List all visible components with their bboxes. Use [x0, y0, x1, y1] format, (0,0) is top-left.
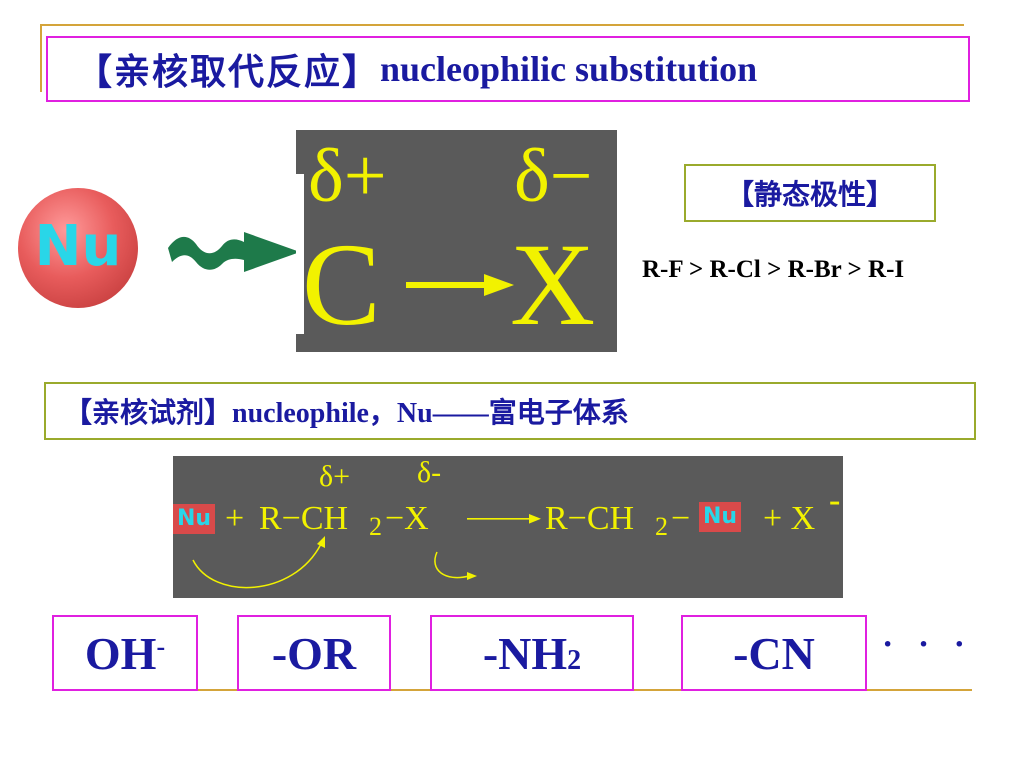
panel-notch	[296, 174, 304, 334]
group-hydroxide-base: OH	[84, 627, 157, 679]
group-hydroxide: OH-	[52, 615, 198, 691]
rx-reactant-sub: 2	[369, 512, 382, 541]
nu-ball-label: Nu	[34, 214, 122, 279]
title-box: 【亲核取代反应】 nucleophilic substitution	[46, 36, 970, 102]
group-cyanide-label: -CN	[733, 627, 815, 679]
title-en: nucleophilic substitution	[380, 49, 758, 89]
delta-minus-label: δ−	[514, 134, 593, 218]
static-polarity-box: 【静态极性】	[684, 164, 936, 222]
group-alkoxide-label: -OR	[271, 627, 357, 679]
carbon-halogen-panel: δ+ δ− C X	[296, 130, 617, 352]
reaction-arrow-icon	[467, 514, 541, 524]
rx-delta-minus: δ-	[417, 456, 442, 489]
electron-curve-arrows-icon	[192, 536, 477, 589]
nucleophile-zh-label: 【亲核试剂】	[64, 396, 233, 429]
static-polarity-label: 【静态极性】	[725, 178, 894, 211]
nucleophile-zh-desc: 富电子体系	[488, 396, 629, 429]
rx-leaving-group: −X	[385, 500, 429, 537]
nucleophile-ball: Nu	[18, 188, 138, 308]
top-decor-line	[40, 24, 964, 26]
halogen-symbol: X	[510, 219, 596, 350]
rx-product-sub: 2	[655, 512, 668, 541]
group-cyanide: -CN	[681, 615, 867, 691]
group-amide-base: -NH	[482, 627, 568, 679]
rx-halide-charge: -	[829, 482, 841, 519]
left-decor-line	[40, 24, 42, 92]
group-hydroxide-charge: -	[156, 632, 166, 661]
group-amide-sub: 2	[567, 645, 582, 676]
attack-arrow-icon	[168, 232, 300, 272]
rx-halide: + X	[763, 500, 816, 537]
title-zh: 【亲核取代反应】	[76, 51, 381, 93]
rx-product: R−CH	[545, 500, 635, 537]
group-alkoxide: -OR	[237, 615, 391, 691]
more-ellipsis: · · ·	[882, 626, 974, 663]
reaction-panel: δ+ δ- Nu + R−CH 2 −X R−CH 2 − Nu + X -	[173, 456, 843, 598]
rx-reactant: R−CH	[259, 500, 349, 537]
carbon-symbol: C	[302, 219, 381, 350]
rx-delta-plus: δ+	[319, 460, 351, 493]
delta-plus-label: δ+	[308, 134, 387, 218]
rx-nu-right: Nu	[699, 502, 742, 532]
rx-nu-left: Nu	[173, 504, 216, 534]
rx-product-dash: −	[671, 500, 691, 537]
rx-plus-1: +	[225, 500, 245, 537]
nucleophile-box: 【亲核试剂】 nucleophile，Nu—— 富电子体系	[44, 382, 976, 440]
polarity-arrow-icon	[406, 274, 514, 296]
polarity-order: R-F > R-Cl > R-Br > R-I	[642, 256, 905, 283]
nucleophile-en: nucleophile，Nu——	[232, 398, 489, 429]
